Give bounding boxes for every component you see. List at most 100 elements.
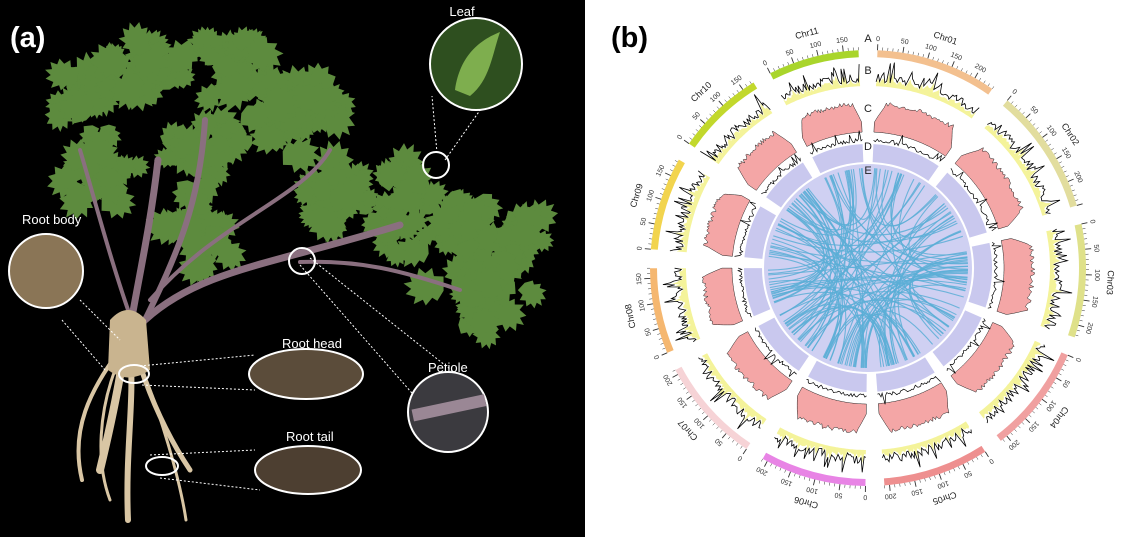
axis-tick [824,482,825,485]
tick-label: 0 [987,457,994,465]
axis-tick [1081,315,1084,316]
axis-tick [1039,131,1041,133]
axis-tick [728,437,730,439]
chromosome-band [650,268,674,353]
tick-label: 0 [676,134,684,141]
axis-tick [654,324,657,325]
tick-label: 200 [663,373,675,387]
axis-tick [1059,373,1062,374]
axis-tick [958,466,959,469]
axis-tick [670,170,673,171]
tick-label: 100 [709,91,722,104]
axis-tick [716,427,718,429]
axis-tick [700,120,704,124]
axis-tick [764,461,767,466]
axis-tick [843,45,844,51]
axis-tick [651,309,654,310]
tick-label: 50 [785,48,795,57]
axis-tick [652,314,655,315]
axis-tick [750,81,752,84]
axis-tick [1077,204,1083,206]
ring-label: A [864,33,872,45]
axis-tick [657,203,660,204]
axis-tick [717,107,719,109]
axis-tick [775,466,776,469]
axis-tick [1070,185,1073,186]
axis-tick [935,476,936,479]
axis-tick [903,47,904,53]
axis-tick [1030,120,1032,122]
tick-label: 100 [1093,269,1100,281]
axis-tick [1085,249,1091,250]
axis-tick [944,472,945,475]
axis-tick [1036,407,1038,409]
axis-tick [653,218,656,219]
axis-tick [699,408,701,410]
axis-tick [720,430,722,432]
axis-tick [1045,395,1047,397]
density-fill [702,268,743,325]
axis-tick [1084,300,1090,301]
axis-tick [1051,148,1054,150]
axis-tick [1048,144,1050,146]
tick-label: 50 [644,327,653,337]
axis-tick [661,343,664,344]
axis-tick [1003,439,1005,441]
axis-tick [1075,335,1078,336]
axis-tick [780,468,781,471]
axis-tick [736,443,738,445]
axis-tick [675,160,678,161]
tick-label: 100 [806,485,819,495]
axis-tick [767,68,770,73]
axis-tick [1054,382,1057,384]
density-fill [797,387,866,433]
tick-label: 100 [638,299,647,312]
axis-tick [693,133,695,135]
axis-tick [684,140,689,143]
axis-tick [1026,419,1030,423]
axis-tick [1051,387,1054,389]
root-body-label: Root body [22,212,82,227]
axis-tick [733,93,735,95]
tick-label: 50 [1060,378,1070,388]
axis-tick [984,81,986,84]
axis-tick [952,61,954,67]
axis-tick [1033,123,1035,125]
axis-tick [702,412,704,414]
axis-tick [654,213,657,214]
inner-band [968,243,992,308]
axis-tick [655,197,661,199]
axis-tick [651,228,654,229]
tick-label: 100 [1044,399,1057,413]
tick-label: 0 [762,60,769,68]
axis-tick [829,483,830,486]
chromosome-name: Chr05 [931,490,957,507]
axis-tick [725,100,727,102]
axis-tick [890,485,891,491]
tick-label: 50 [714,436,725,446]
axis-tick [722,434,726,439]
leaf-label: Leaf [449,4,475,19]
axis-tick [968,462,969,465]
axis-tick [1077,330,1080,331]
synteny-links [764,164,972,372]
axis-tick [939,474,941,480]
tick-label: 150 [780,476,794,487]
axis-tick [923,54,924,57]
axis-tick [1042,399,1047,403]
axis-tick [1032,411,1034,413]
ring-label: D [864,141,872,153]
chromosome-band [1068,224,1086,337]
axis-tick [1068,179,1074,181]
axis-tick [804,477,805,480]
axis-tick [1059,162,1062,163]
axis-tick [659,338,662,339]
axis-tick [745,84,747,86]
axis-tick [979,78,981,81]
axis-tick [673,370,676,371]
axis-tick [1018,426,1020,428]
chromosome-name: Chr09 [628,182,645,208]
axis-tick [910,482,911,485]
axis-tick [729,96,731,98]
